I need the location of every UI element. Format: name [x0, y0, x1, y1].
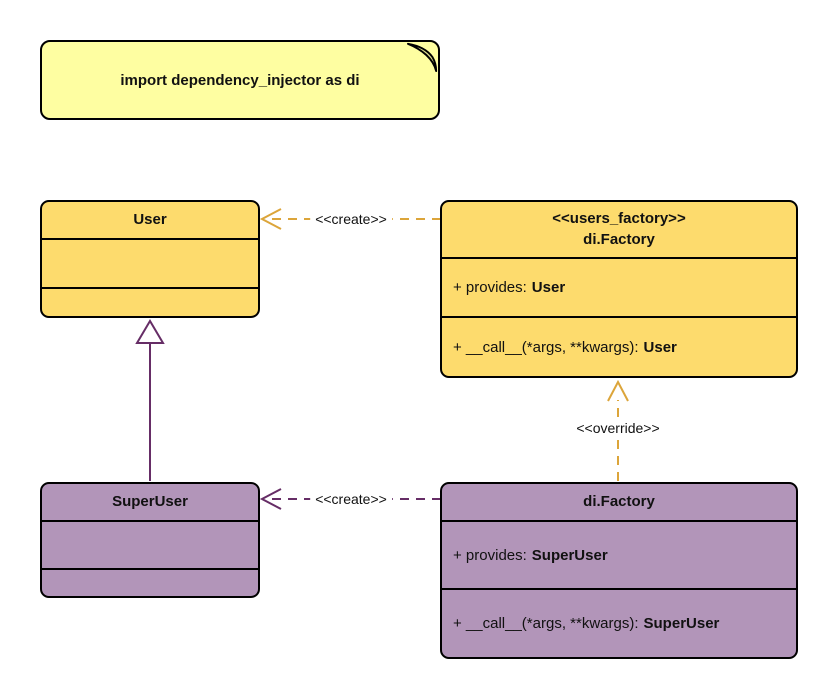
class-superuser-factory-name: di.Factory — [583, 492, 655, 510]
class-users-factory-name: di.Factory — [583, 230, 655, 248]
create-label-superuser: <<create>> — [310, 491, 392, 507]
class-superuser: SuperUser — [40, 482, 260, 598]
import-note: import dependency_injector as di — [40, 40, 440, 120]
create-label-user: <<create>> — [310, 211, 392, 227]
method-return-type: SuperUser — [643, 615, 720, 632]
class-user-name: User — [133, 210, 167, 228]
override-label: <<override>> — [571, 420, 665, 436]
method-label: + __call__(*args, **kwargs): — [453, 338, 639, 356]
attribute-provides: + provides: User — [442, 279, 576, 296]
class-users-factory-methods-compartment: + __call__(*args, **kwargs): User — [442, 318, 796, 376]
class-superuser-factory-attributes-compartment: + provides: SuperUser — [442, 522, 796, 590]
class-superuser-methods-compartment — [42, 570, 258, 596]
method-return-type: User — [643, 338, 677, 356]
class-users-factory-title: <<users_factory>> di.Factory — [442, 202, 796, 259]
class-superuser-name: SuperUser — [112, 492, 188, 510]
import-note-text: import dependency_injector as di — [120, 71, 360, 89]
class-superuser-attributes-compartment — [42, 522, 258, 570]
class-superuser-factory-methods-compartment: + __call__(*args, **kwargs): SuperUser — [442, 590, 796, 657]
class-user-attributes-compartment — [42, 240, 258, 289]
attribute-provides: + provides: SuperUser — [442, 547, 619, 564]
class-superuser-factory: di.Factory + provides: SuperUser + __cal… — [440, 482, 798, 659]
method-label: + __call__(*args, **kwargs): — [453, 615, 639, 632]
class-user: User — [40, 200, 260, 318]
class-user-title: User — [42, 202, 258, 240]
class-users-factory-stereotype: <<users_factory>> — [552, 210, 686, 228]
method-call: + __call__(*args, **kwargs): User — [442, 339, 688, 356]
attribute-label: + provides: — [453, 279, 527, 296]
class-users-factory: <<users_factory>> di.Factory + provides:… — [440, 200, 798, 378]
class-superuser-title: SuperUser — [42, 484, 258, 522]
class-users-factory-attributes-compartment: + provides: User — [442, 259, 796, 318]
method-call: + __call__(*args, **kwargs): SuperUser — [442, 615, 730, 632]
attribute-label: + provides: — [453, 546, 527, 564]
class-superuser-factory-title: di.Factory — [442, 484, 796, 522]
attribute-type: SuperUser — [531, 546, 608, 564]
attribute-type: User — [531, 279, 566, 296]
class-user-methods-compartment — [42, 289, 258, 316]
note-fold-icon — [407, 42, 438, 73]
inheritance-arrow — [135, 319, 165, 481]
